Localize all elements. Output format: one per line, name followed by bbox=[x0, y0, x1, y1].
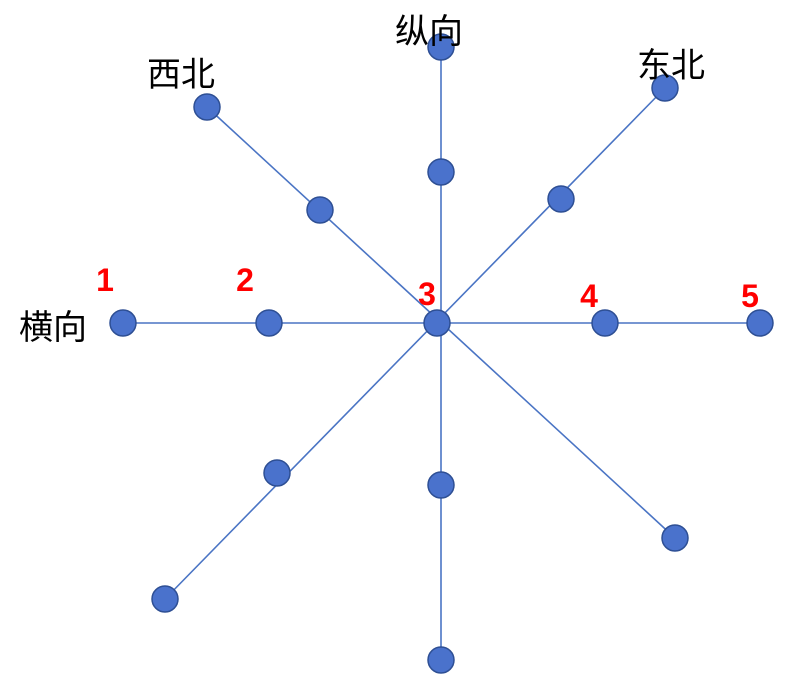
node-northwest-outer[interactable] bbox=[193, 93, 221, 121]
number-label-2: 2 bbox=[236, 262, 254, 298]
node-vertical-upper[interactable] bbox=[427, 158, 455, 186]
node-northwest-inner[interactable] bbox=[306, 196, 334, 224]
node-horizontal-5[interactable] bbox=[746, 309, 774, 337]
number-labels: 1 2 3 4 5 bbox=[96, 262, 759, 314]
number-label-4: 4 bbox=[580, 278, 598, 314]
label-horizontal: 横向 bbox=[19, 308, 87, 348]
label-vertical: 纵向 bbox=[395, 12, 463, 52]
spoke-northeast-diagonal bbox=[164, 87, 666, 600]
spokes bbox=[123, 47, 760, 660]
node-horizontal-1[interactable] bbox=[109, 309, 137, 337]
number-label-5: 5 bbox=[741, 278, 759, 314]
node-center-3[interactable] bbox=[423, 309, 451, 337]
node-horizontal-2[interactable] bbox=[255, 309, 283, 337]
label-northeast: 东北 bbox=[637, 46, 705, 86]
node-northeast-inner[interactable] bbox=[547, 185, 575, 213]
label-northwest: 西北 bbox=[147, 55, 215, 95]
node-vertical-lower[interactable] bbox=[427, 471, 455, 499]
direction-labels: 纵向 西北 东北 横向 bbox=[19, 12, 705, 348]
node-northeast-outer[interactable] bbox=[651, 74, 679, 102]
node-southeast-outer[interactable] bbox=[661, 524, 689, 552]
number-label-3: 3 bbox=[418, 276, 436, 312]
node-vertical-bottom[interactable] bbox=[427, 646, 455, 674]
node-horizontal-4[interactable] bbox=[591, 309, 619, 337]
number-label-1: 1 bbox=[96, 262, 114, 298]
node-vertical-top[interactable] bbox=[427, 33, 455, 61]
node-southwest-inner[interactable] bbox=[263, 459, 291, 487]
node-southwest-outer[interactable] bbox=[151, 585, 179, 613]
nodes bbox=[109, 33, 774, 674]
